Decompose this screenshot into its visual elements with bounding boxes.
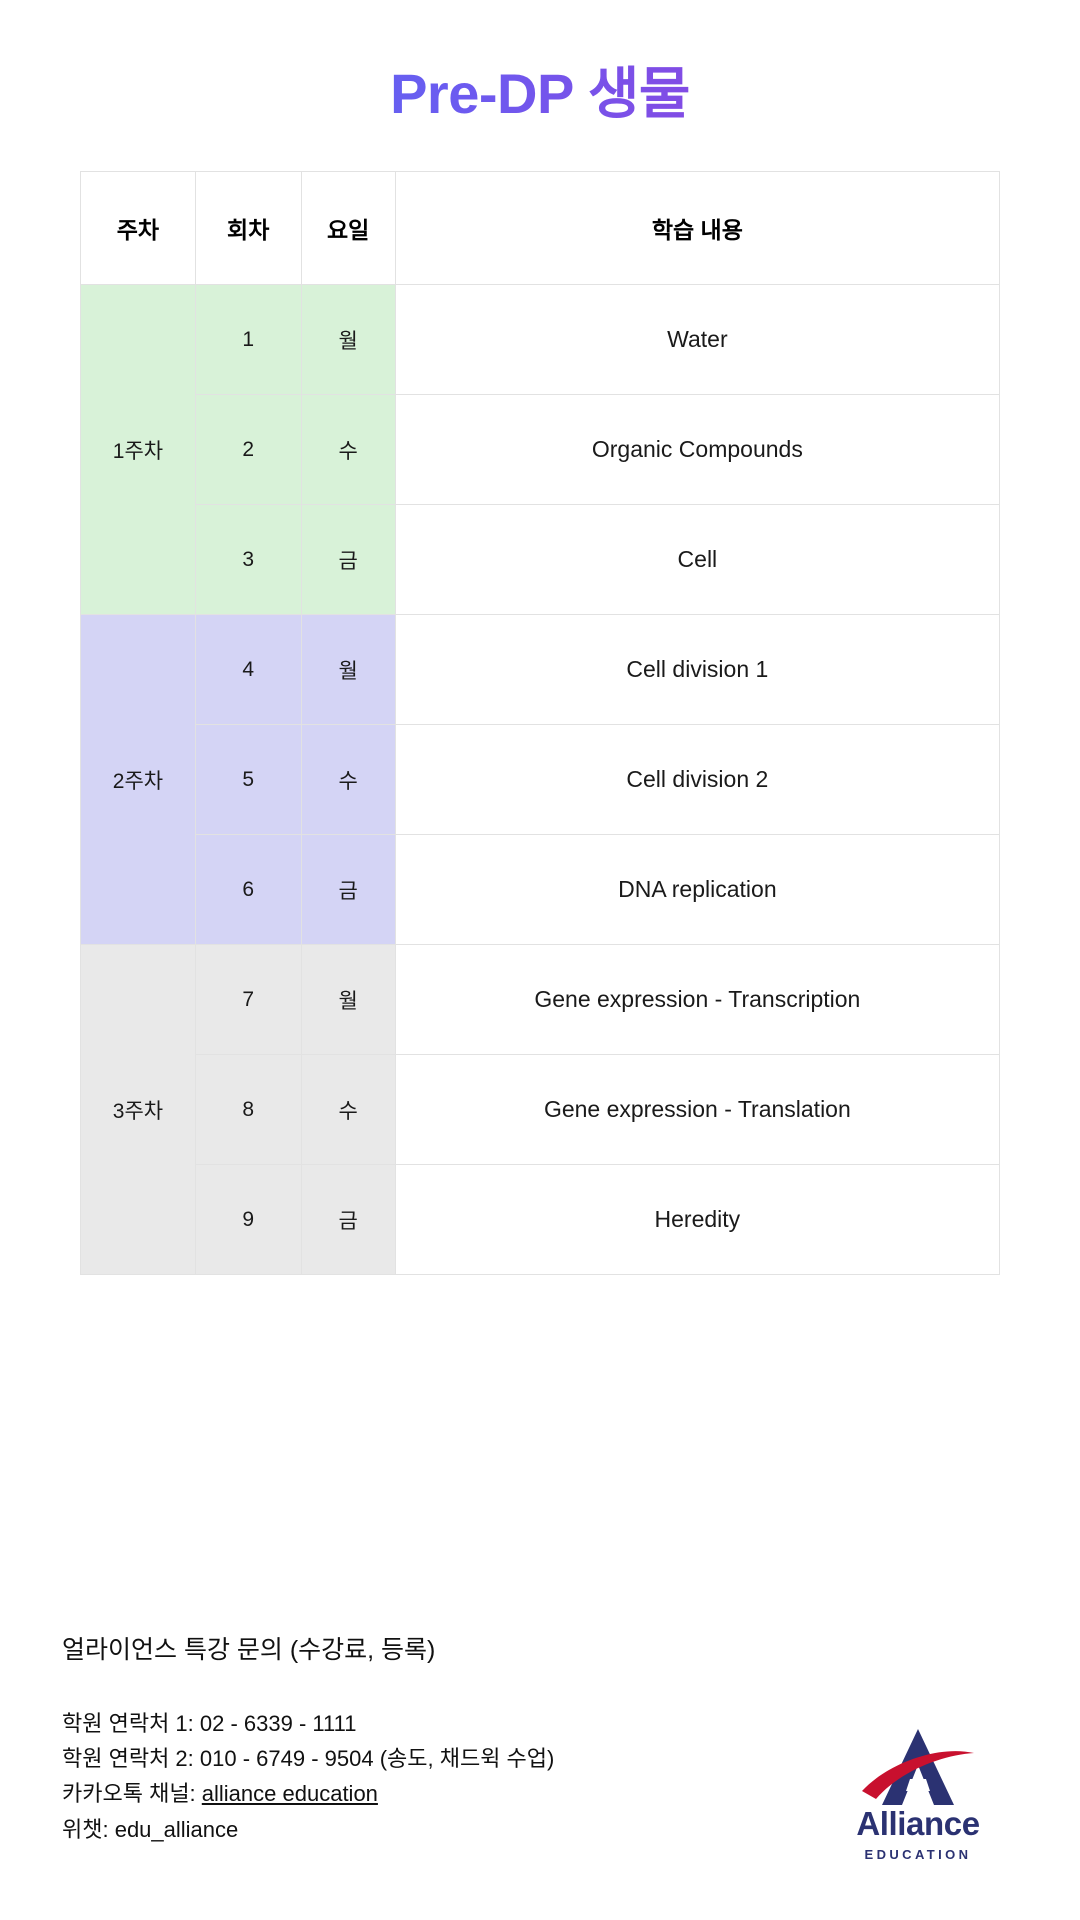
contact-line-1: 학원 연락처 1: 02 - 6339 - 1111 bbox=[62, 1711, 357, 1736]
contact-line-kakao: 카카오톡 채널: alliance education bbox=[62, 1776, 1018, 1811]
day-cell: 수 bbox=[300, 394, 396, 506]
content-cell: Gene expression - Translation bbox=[394, 1054, 1001, 1166]
day-cell: 월 bbox=[300, 284, 396, 396]
session-cell: 5 bbox=[194, 724, 302, 836]
session-cell: 8 bbox=[194, 1054, 302, 1166]
week-cell: 1주차 bbox=[80, 284, 196, 616]
content-cell: Water bbox=[394, 284, 1001, 396]
content-cell: Organic Compounds bbox=[394, 394, 1001, 506]
session-cell: 6 bbox=[194, 834, 302, 946]
table-header-row: 주차 회차 요일 학습 내용 bbox=[80, 171, 1001, 286]
column-header-content: 학습 내용 bbox=[394, 171, 1001, 286]
day-cell: 금 bbox=[300, 504, 396, 616]
day-cell: 수 bbox=[300, 724, 396, 836]
session-cell: 9 bbox=[194, 1164, 302, 1276]
footer-heading: 얼라이언스 특강 문의 (수강료, 등록) bbox=[62, 1636, 436, 1664]
contact-line-wechat: 위챗: edu_alliance bbox=[62, 1816, 239, 1842]
column-header-session: 회차 bbox=[194, 171, 302, 286]
week-cell: 2주차 bbox=[80, 614, 196, 946]
column-header-week: 주차 bbox=[80, 171, 196, 286]
logo-subtitle: EDUCATION bbox=[864, 1847, 972, 1862]
alliance-logo: Alliance EDUCATION bbox=[818, 1725, 1018, 1862]
session-cell: 2 bbox=[194, 394, 302, 506]
kakao-channel-link[interactable]: alliance education bbox=[201, 1781, 378, 1807]
content-cell: Gene expression - Transcription bbox=[394, 944, 1001, 1056]
content-cell: Cell division 2 bbox=[394, 724, 1001, 836]
session-cell: 4 bbox=[194, 614, 302, 726]
column-header-day: 요일 bbox=[300, 171, 396, 286]
content-cell: Heredity bbox=[394, 1164, 1001, 1276]
page-title: Pre-DP 생물 bbox=[0, 0, 1080, 126]
contact-line-2: 학원 연락처 2: 010 - 6749 - 9504 (송도, 채드윅 수업) bbox=[62, 1746, 555, 1772]
logo-wordmark: Alliance bbox=[856, 1805, 980, 1842]
logo-mark-icon bbox=[818, 1725, 1018, 1811]
day-cell: 금 bbox=[300, 834, 396, 946]
session-cell: 3 bbox=[194, 504, 302, 616]
day-cell: 월 bbox=[300, 944, 396, 1056]
kakao-label: 카카오톡 채널: bbox=[62, 1781, 202, 1807]
day-cell: 금 bbox=[300, 1164, 396, 1276]
footer-contact-lines: 학원 연락처 1: 02 - 6339 - 1111 학원 연락처 2: 010… bbox=[62, 1706, 1018, 1847]
day-cell: 월 bbox=[300, 614, 396, 726]
week-cell: 3주차 bbox=[80, 944, 196, 1276]
content-cell: Cell division 1 bbox=[394, 614, 1001, 726]
day-cell: 수 bbox=[300, 1054, 396, 1166]
footer: 얼라이언스 특강 문의 (수강료, 등록) 학원 연락처 1: 02 - 633… bbox=[0, 1630, 1080, 1847]
session-cell: 1 bbox=[194, 284, 302, 396]
content-cell: DNA replication bbox=[394, 834, 1001, 946]
content-cell: Cell bbox=[394, 504, 1001, 616]
session-cell: 7 bbox=[194, 944, 302, 1056]
